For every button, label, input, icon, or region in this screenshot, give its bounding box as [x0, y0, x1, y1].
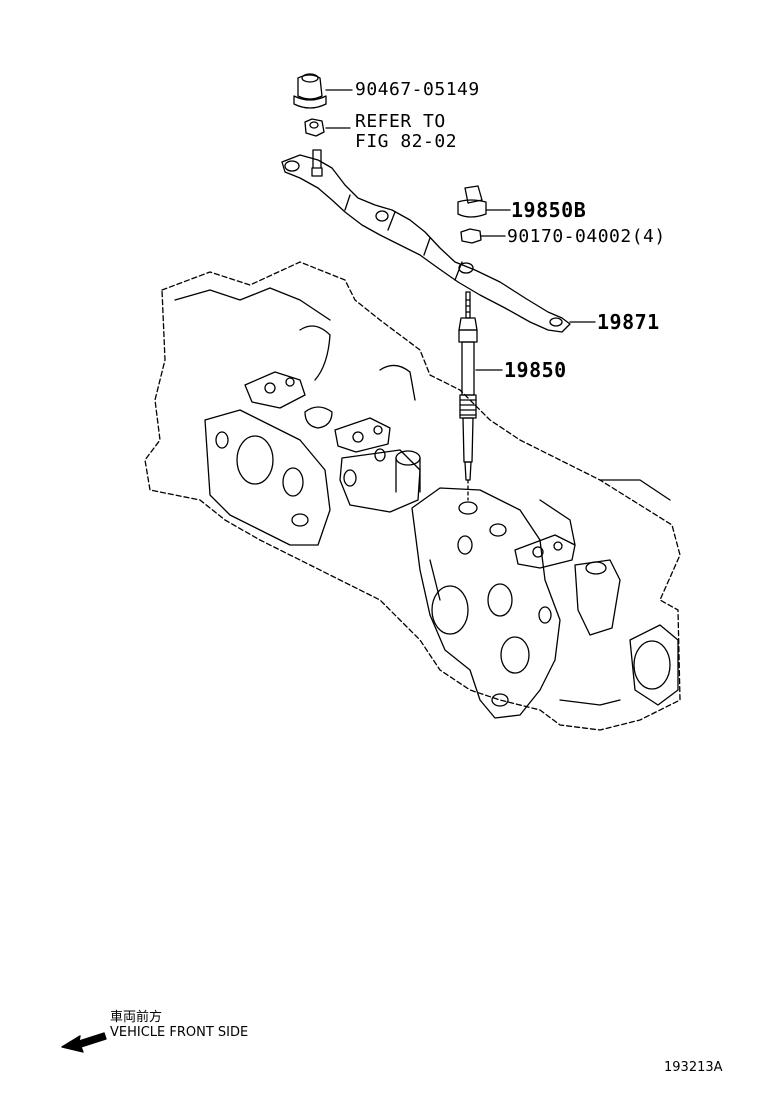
- glow-plug-connector: [281, 149, 571, 333]
- nut-part-number-label: 19850B: [511, 198, 587, 222]
- bolt-part-number-label: 90467-05149: [355, 79, 480, 100]
- vehicle-front-label-en: VEHICLE FRONT SIDE: [110, 1025, 249, 1040]
- connector-part-number-label: 19871: [597, 310, 660, 334]
- vehicle-front-arrow-icon: [61, 1032, 107, 1053]
- leader-lines: [475, 321, 596, 371]
- refer-figure-label: FIG 82-02: [355, 131, 458, 152]
- nut-part: [457, 185, 511, 218]
- figure-id: 193213A: [664, 1060, 723, 1075]
- vehicle-front-label-jp: 車両前方: [110, 1010, 163, 1025]
- refer-to-label: REFER TO: [355, 111, 446, 132]
- glow-plug: [458, 291, 478, 501]
- washer-part-number-label: 90170-04002(4): [507, 226, 666, 247]
- reference-nut-part: [304, 118, 351, 137]
- cylinder-head: [144, 261, 681, 731]
- bolt-part: [293, 73, 353, 109]
- glow-plug-part-number-label: 19850: [504, 358, 567, 382]
- washer-part: [460, 228, 506, 244]
